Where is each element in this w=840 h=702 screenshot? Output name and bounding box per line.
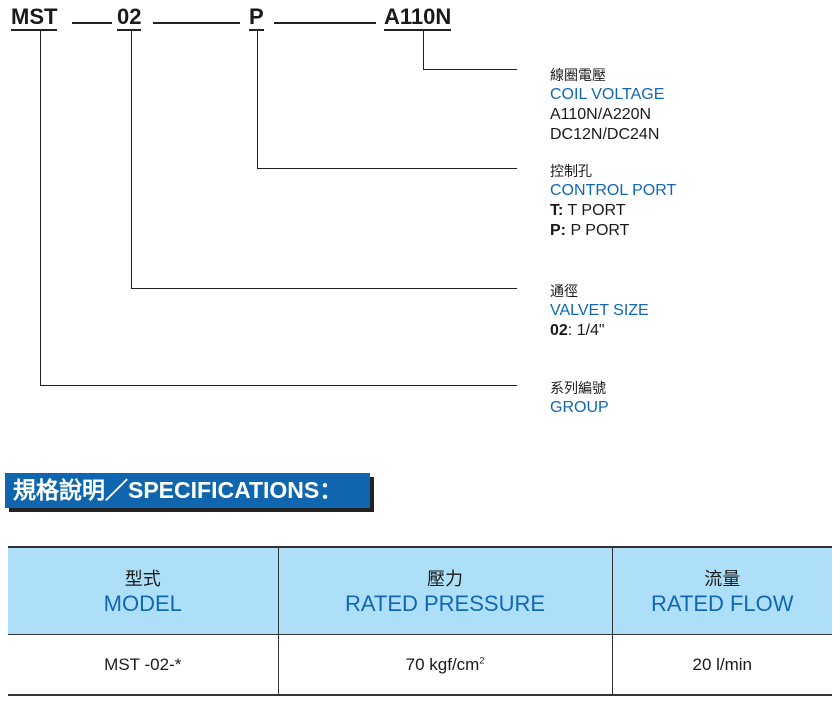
header-cn: 壓力 [427,569,463,589]
group-en: GROUP [550,399,609,416]
leader-line [40,31,41,385]
separator [153,22,240,24]
port-legend: 控制孔 CONTROL PORT T: T PORT P: P PORT [550,161,676,241]
leader-line [131,288,517,289]
voltage-option: A110N/A220N [550,106,652,123]
pressure-superscript: 2 [479,654,485,665]
code-port: P [249,4,264,31]
cell-flow: 20 l/min [692,654,753,674]
header-cn: 流量 [704,569,741,589]
cell-pressure: 70 kgf/cm2 [278,634,613,695]
port-key: P: [550,222,566,239]
size-cn: 通徑 [550,283,578,299]
port-option-p: P: P PORT [550,221,676,241]
port-option-t: T: T PORT [550,201,676,221]
table-row: MST -02-* 70 kgf/cm2 20 l/min [8,634,832,695]
separator [274,22,376,24]
port-val: T PORT [563,202,626,219]
leader-line [257,31,258,168]
leader-line [423,69,517,70]
size-legend: 通徑 VALVET SIZE 02: 1/4" [550,281,649,341]
code-group: MST [11,4,58,31]
size-val: : 1/4" [567,322,605,339]
header-en: RATED PRESSURE [344,591,546,616]
specifications-banner: 規格說明／SPECIFICATIONS： [5,473,370,508]
port-en: CONTROL PORT [550,182,677,199]
group-legend: 系列編號 GROUP [550,378,609,418]
leader-line [131,31,132,288]
code-voltage: A110N [384,4,452,31]
port-cn: 控制孔 [550,163,592,179]
leader-line [423,31,424,70]
voltage-en: COIL VOLTAGE [550,86,665,103]
size-option: 02: 1/4" [550,321,649,341]
header-en: RATED FLOW [650,591,794,616]
leader-line [257,168,517,169]
group-cn: 系列編號 [550,380,606,396]
voltage-option: DC12N/DC24N [550,126,660,143]
cell-model: MST -02-* [8,634,279,695]
code-size: 02 [117,4,142,31]
voltage-cn: 線圈電壓 [550,67,606,83]
header-en: MODEL [103,591,182,616]
port-val: P PORT [566,222,630,239]
header-cn: 型式 [124,569,161,589]
size-en: VALVET SIZE [550,302,649,319]
port-key: T: [550,202,564,219]
size-key: 02 [550,322,568,339]
leader-line [40,385,517,386]
separator [72,22,112,24]
pressure-value: 70 kgf/cm [405,654,480,674]
voltage-legend: 線圈電壓 COIL VOLTAGE A110N/A220N DC12N/DC24… [550,65,664,145]
